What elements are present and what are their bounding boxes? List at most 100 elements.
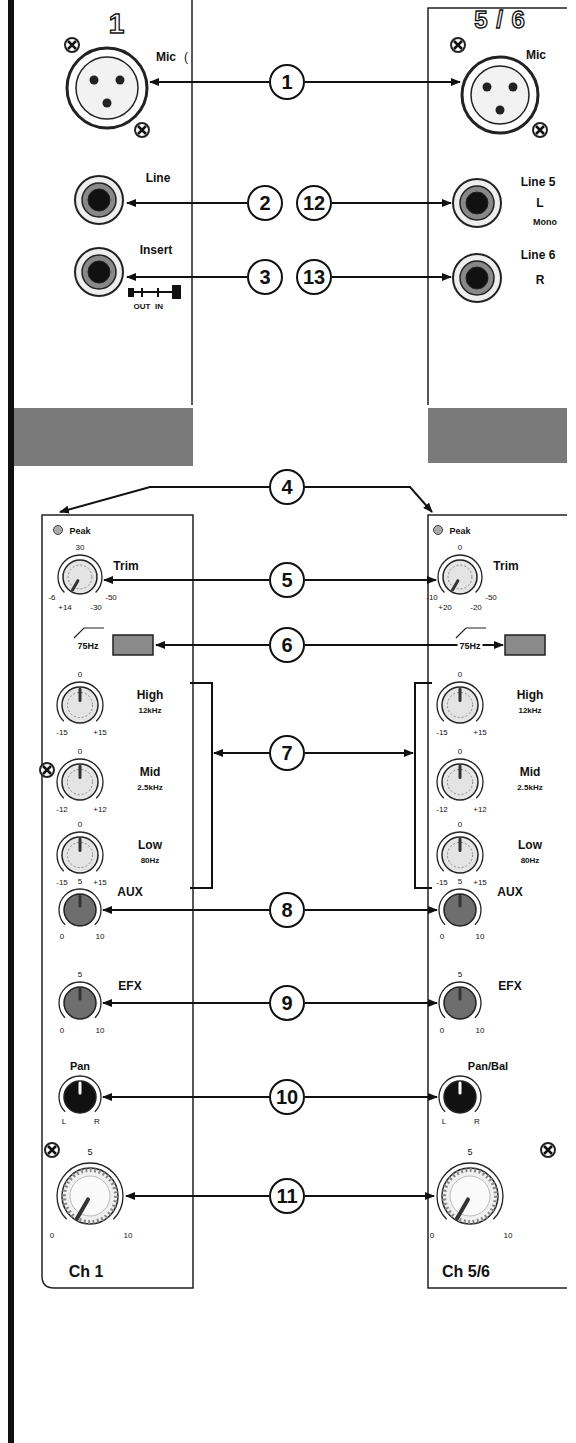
panel-label: Peak (69, 527, 90, 536)
callout-number: 4 (269, 469, 305, 505)
panel-label: 75Hz (77, 642, 98, 651)
drawing-stroke (113, 635, 153, 655)
xlr-connectors (67, 48, 538, 133)
panel-label: -15 (56, 879, 68, 887)
panel-label: 0 (458, 544, 462, 552)
drawing-stroke (156, 644, 269, 646)
panel-label: EFX (498, 980, 521, 992)
panel-label: 0 (60, 933, 64, 941)
drawing-stroke (104, 579, 269, 581)
knob (444, 987, 476, 1019)
panel-label: -6 (48, 594, 55, 602)
drawing-stroke (126, 1195, 269, 1197)
knob (64, 894, 96, 926)
panel-label: 0 (458, 748, 462, 756)
drawing-stroke (509, 83, 518, 92)
screw-slot (454, 41, 462, 49)
screw (65, 38, 79, 52)
knob-pointer (459, 989, 462, 999)
panel-label: -12 (436, 806, 448, 814)
knob-pointer (79, 689, 82, 701)
panel-label: Line (146, 172, 171, 184)
panel-label: 10 (476, 1027, 485, 1035)
panel-label: +12 (473, 806, 487, 814)
callout-text: 6 (281, 635, 292, 655)
panel-label: 5 (78, 878, 82, 886)
knob-pointer (457, 1199, 468, 1218)
callout-number: 1 (269, 64, 305, 100)
knob-pointer (79, 766, 82, 778)
drawing-stroke (214, 752, 269, 754)
panel-label: -10 (426, 594, 438, 602)
callout-number: 7 (269, 735, 305, 771)
drawing-stroke (332, 202, 451, 204)
knob (62, 687, 98, 723)
drawing-stroke (496, 106, 505, 115)
knob-pointer (79, 896, 82, 906)
callout-number: 10 (269, 1079, 305, 1115)
drawing-stroke (127, 202, 247, 204)
drawing-stroke (150, 81, 269, 83)
drawing-stroke (453, 179, 501, 227)
panel-label: Mid (520, 766, 541, 778)
panel-label: R (94, 1118, 100, 1126)
drawing-stroke (305, 1195, 434, 1197)
callout-number: 5 (269, 562, 305, 598)
drawing-stroke (305, 909, 437, 911)
drawing-stroke (82, 255, 116, 289)
panel-label: Mono (533, 218, 557, 227)
panel-label: 10 (124, 1232, 133, 1240)
drawing-stroke (172, 285, 181, 299)
callout-text: 13 (303, 267, 325, 287)
callout-text: 10 (276, 1087, 298, 1107)
panel-label: -15 (436, 879, 448, 887)
panel-label: 10 (96, 933, 105, 941)
callout-number: 3 (247, 259, 283, 295)
knob-ring (68, 565, 92, 589)
panel-label: +15 (473, 729, 487, 737)
knob-ring (448, 565, 472, 589)
callout-number: 13 (296, 259, 332, 295)
panel-label: +12 (93, 806, 107, 814)
panel-label: Pan/Bal (468, 1061, 508, 1072)
panel-label: 12kHz (518, 707, 541, 715)
drawing-stroke (305, 81, 460, 83)
drawing-stroke (54, 526, 63, 535)
drawing-stroke (88, 261, 110, 283)
drawing-stroke (332, 276, 451, 278)
knob-cap (450, 1176, 490, 1216)
panel-label: Pan (70, 1061, 90, 1072)
drawing-stroke (103, 1096, 269, 1098)
drawing-stroke (82, 183, 116, 217)
drawing-stroke (305, 752, 413, 754)
callout-text: 2 (259, 193, 270, 213)
drawing-stroke (103, 1002, 269, 1004)
panel-label: L (442, 1118, 446, 1126)
panel-label: Mic (526, 49, 546, 61)
panel-label: Line 6 (521, 249, 556, 261)
knob (444, 1081, 476, 1113)
panel-label: Trim (113, 560, 138, 572)
drawing-stroke (305, 1002, 437, 1004)
panel-label: AUX (497, 886, 522, 898)
panel-label: 0 (78, 748, 82, 756)
drawing-stroke (128, 288, 134, 297)
callout-text: 1 (281, 72, 292, 92)
panel-label: 5 (458, 878, 462, 886)
screw (45, 1143, 59, 1157)
panel-label: 75Hz (457, 641, 482, 652)
drawing-stroke (305, 487, 432, 512)
drawing-stroke (103, 99, 112, 108)
panel-label: 0 (78, 671, 82, 679)
callout-text: 4 (281, 477, 292, 497)
callout-text: 12 (303, 193, 325, 213)
jack-sockets (75, 176, 501, 302)
callout-number: 2 (247, 185, 283, 221)
screw-slot (43, 766, 51, 774)
callout-text: 8 (281, 900, 292, 920)
screw-slot (536, 126, 544, 134)
panel-label: 80Hz (521, 857, 540, 865)
knob-pointer (77, 1199, 88, 1218)
knob (442, 764, 478, 800)
